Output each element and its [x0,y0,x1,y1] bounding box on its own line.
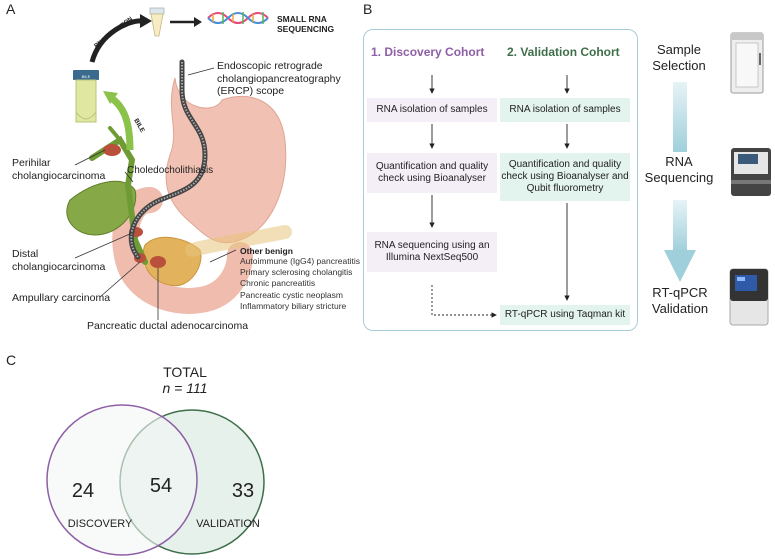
gallbladder-shape [66,180,137,236]
overlap-count: 54 [150,475,172,497]
duodenum-shape [112,187,253,314]
rna-isolation-label: RNA ISOLATION [94,16,134,49]
other-benign-block: Other benign Autoimmune (IgG4) pancreati… [240,246,360,312]
discovery-step-3: RNA sequencing using an Illumina NextSeq… [367,232,497,272]
workflow-arrows [429,75,570,318]
rna-tube-icon [149,7,165,37]
venn-n-label: n = 111 [162,380,208,396]
validation-step-3: RT-qPCR using Taqman kit [500,305,630,325]
venn-total-label: TOTAL [163,364,207,380]
anatomy-illustration: BILE BILE RNA ISOLATION [66,7,292,320]
discovery-circle [46,404,198,556]
discovery-step-1: RNA isolation of samples [367,98,497,122]
discovery-step-2: Quantification and quality check using B… [367,153,497,193]
sequencer-icon [731,148,771,196]
venn-diagram: 24 54 33 DISCOVERY VALIDATION [46,404,265,556]
choledocholithiasis-label: Choledocholithiasis [127,165,214,176]
other-benign-item: Primary sclerosing cholangitis [240,267,353,278]
bile-tube-icon: BILE [73,70,99,123]
validation-only-count: 33 [232,480,254,502]
panel-b-letter: B [363,1,373,17]
panel-c-letter: C [6,352,17,368]
perihilar-line-1: Perihilar [12,157,51,169]
ercp-scope-shape [128,59,208,260]
bile-arrow-label: BILE [132,118,146,135]
distal-line-2: cholangiocarcinoma [12,260,106,273]
panel-a-letter: A [6,1,16,17]
discovery-circle-label: DISCOVERY [68,518,133,530]
side-step-sample-selection: Sample Selection [652,42,706,73]
other-benign-item: Autoimmune (IgG4) pancreatitis [240,256,360,266]
small-rna-seq-line-2: SEQUENCING [277,24,335,34]
pancreas-tail [185,225,292,257]
tube-label: BILE [82,74,91,79]
validation-step-1: RNA isolation of samples [500,98,630,122]
qpcr-machine-icon [729,268,769,326]
bile-duct-shape [89,135,148,265]
other-benign-title: Other benign [240,246,293,256]
validation-step-2: Quantification and quality check using B… [500,153,630,201]
distal-label: Distal cholangiocarcinoma [12,248,105,273]
ercp-label: Endoscopic retrograde cholangiopancreato… [217,60,341,98]
ercp-line-3: (ERCP) scope [217,85,285,97]
small-rna-seq-label: SMALL RNA SEQUENCING [277,14,334,34]
freezer-icon [730,32,764,94]
side-flow-arrow [664,82,696,282]
other-benign-item: Inflammatory biliary stricture [240,300,347,311]
ercp-line-1: Endoscopic retrograde [217,60,323,72]
validation-circle-label: VALIDATION [196,518,260,530]
venn-total-block: TOTAL n = 111 [135,364,235,396]
ercp-line-2: cholangiopancreatography [217,72,341,85]
pdac-label: Pancreatic ductal adenocarcinoma [87,320,249,332]
dna-icon [207,12,269,24]
small-rna-seq-line-1: SMALL RNA [277,14,327,24]
side-step-rna-sequencing: RNA Sequencing [644,154,714,185]
ampullary-label: Ampullary carcinoma [12,292,111,304]
perihilar-tumour [103,144,121,156]
perihilar-label: Perihilar cholangiocarcinoma [12,157,105,182]
rna-isolation-arrow [89,18,143,63]
validation-cohort-title: 2. Validation Cohort [507,45,620,59]
pdac-tumour [150,256,166,268]
perihilar-line-2: cholangiocarcinoma [12,169,106,182]
distal-line-1: Distal [12,248,39,260]
side-step-rtqpcr-validation: RT-qPCR Validation [651,285,709,316]
discovery-only-count: 24 [72,480,94,502]
other-benign-item: Chronic pancreatitis [240,278,316,289]
other-benign-item: Pancreatic cystic neoplasm [240,289,343,300]
discovery-cohort-title: 1. Discovery Cohort [371,45,485,59]
